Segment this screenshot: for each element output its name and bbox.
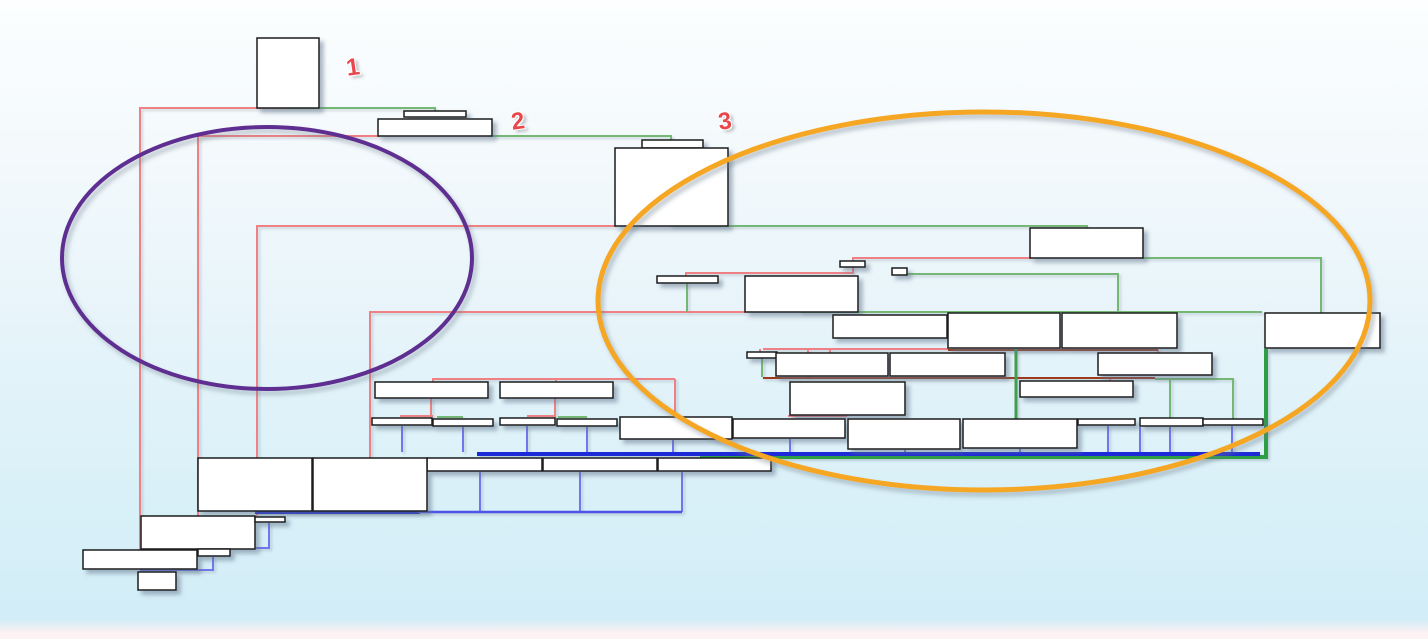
node-box[interactable]	[197, 548, 231, 557]
node-box[interactable]	[1019, 380, 1134, 398]
node-box[interactable]	[426, 457, 543, 472]
node-box[interactable]	[403, 110, 467, 118]
connector-red	[852, 257, 1031, 262]
node-box[interactable]	[137, 571, 177, 591]
node-box[interactable]	[889, 352, 1006, 377]
node-box[interactable]	[744, 275, 859, 313]
node-box[interactable]	[374, 381, 489, 399]
orange-annotation-ellipse	[595, 109, 1373, 493]
connector-green	[905, 273, 1119, 314]
node-box[interactable]	[432, 418, 494, 427]
connector-green	[670, 225, 1088, 229]
node-box[interactable]	[656, 275, 719, 284]
node-layer	[82, 37, 1381, 591]
node-box[interactable]	[254, 516, 286, 523]
connector-red	[256, 225, 616, 516]
purple-annotation-ellipse	[60, 125, 474, 391]
connector-green	[1155, 378, 1234, 420]
connector-blue	[256, 523, 270, 549]
node-box[interactable]	[140, 515, 256, 550]
node-box[interactable]	[197, 457, 313, 512]
node-box[interactable]	[1061, 312, 1178, 349]
node-box[interactable]	[1077, 418, 1136, 426]
node-box[interactable]	[789, 381, 906, 416]
connector-red	[685, 267, 854, 277]
annotation-layer	[60, 109, 1373, 493]
connector-blue	[140, 557, 214, 571]
node-box[interactable]	[499, 381, 614, 399]
node-box[interactable]	[499, 417, 556, 426]
node-box[interactable]	[1097, 352, 1213, 376]
connector-layer	[139, 107, 1322, 571]
connector-green_thick	[700, 349, 1268, 459]
connector-red	[139, 107, 288, 550]
node-box[interactable]	[962, 418, 1078, 449]
node-box[interactable]	[371, 417, 433, 426]
node-box[interactable]	[556, 418, 618, 427]
node-box[interactable]	[641, 139, 704, 149]
node-box[interactable]	[1029, 227, 1144, 259]
node-box[interactable]	[891, 267, 908, 276]
node-box[interactable]	[839, 260, 866, 268]
node-box[interactable]	[732, 418, 846, 439]
node-box[interactable]	[542, 457, 658, 472]
node-box[interactable]	[1139, 417, 1204, 427]
node-box[interactable]	[775, 352, 889, 377]
node-box[interactable]	[847, 418, 961, 450]
node-box[interactable]	[746, 351, 778, 359]
connector-green	[1142, 257, 1322, 314]
node-box[interactable]	[1202, 418, 1264, 426]
connector-red	[369, 311, 745, 458]
node-box[interactable]	[256, 37, 320, 109]
node-box[interactable]	[947, 312, 1061, 349]
node-box[interactable]	[657, 457, 772, 472]
node-box[interactable]	[377, 118, 493, 137]
node-box[interactable]	[312, 457, 428, 512]
node-box[interactable]	[832, 314, 948, 339]
node-box[interactable]	[82, 549, 198, 570]
